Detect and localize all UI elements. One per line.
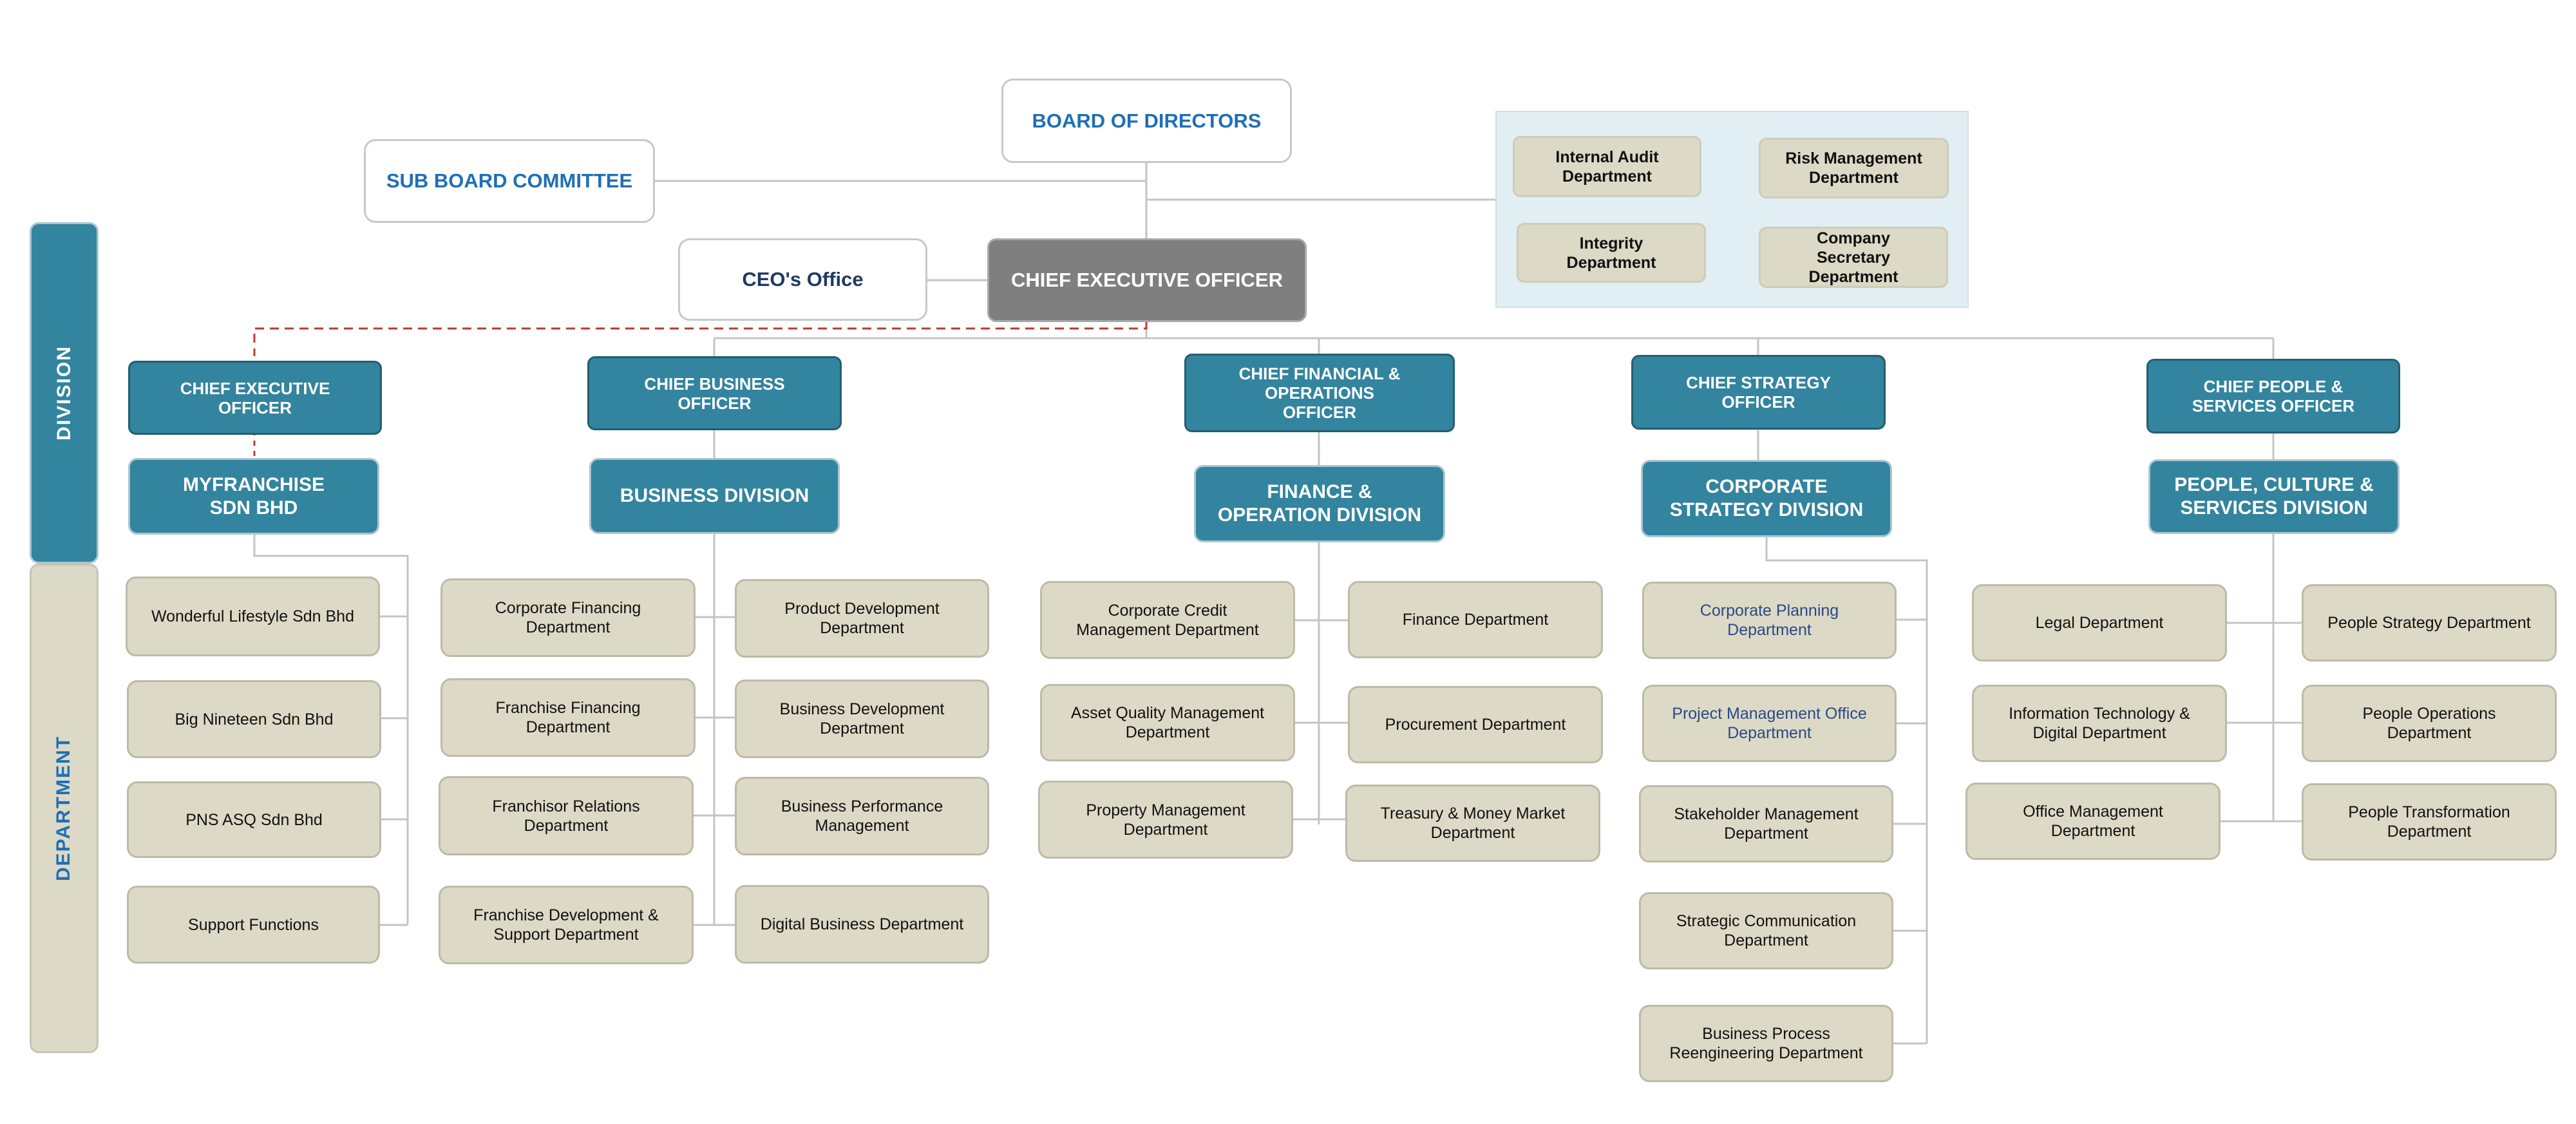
dept-label: PNS ASQ Sdn Bhd <box>185 810 323 829</box>
dept-franchisor-relations[interactable]: Franchisor Relations Department <box>439 776 694 855</box>
dept-label: Property Management Department <box>1086 801 1245 839</box>
officer-ceo-box[interactable]: CHIEF EXECUTIVE OFFICER <box>128 361 382 435</box>
officer-strategy-box[interactable]: CHIEF STRATEGY OFFICER <box>1631 355 1886 430</box>
dept-label: Franchise Development & Support Departme… <box>473 906 659 944</box>
dept-label: Business Process Reengineering Departmen… <box>1669 1025 1863 1062</box>
dept-project-management-office[interactable]: Project Management Office Department <box>1642 685 1897 762</box>
officer-financial-box[interactable]: CHIEF FINANCIAL & OPERATIONS OFFICER <box>1184 354 1455 432</box>
dept-corporate-planning[interactable]: Corporate Planning Department <box>1642 582 1897 659</box>
dept-business-process[interactable]: Business Process Reengineering Departmen… <box>1639 1005 1893 1082</box>
board-of-directors-box[interactable]: BOARD OF DIRECTORS <box>1001 79 1292 163</box>
officer-people-label: CHIEF PEOPLE & SERVICES OFFICER <box>2192 377 2355 415</box>
dept-label: Project Management Office Department <box>1672 705 1867 742</box>
division-people-box[interactable]: PEOPLE, CULTURE & SERVICES DIVISION <box>2148 459 2400 534</box>
internal-audit-label: Internal Audit Department <box>1555 148 1659 186</box>
division-myfranchise-label: MYFRANCHISE SDN BHD <box>182 473 325 519</box>
dept-pns-asq[interactable]: PNS ASQ Sdn Bhd <box>127 781 381 858</box>
division-people-label: PEOPLE, CULTURE & SERVICES DIVISION <box>2174 474 2374 519</box>
dept-label: Franchisor Relations Department <box>492 797 640 835</box>
sub-board-committee-label: SUB BOARD COMMITTEE <box>386 169 633 192</box>
integrity-label: Integrity Department <box>1566 234 1656 272</box>
division-business-label: BUSINESS DIVISION <box>620 485 810 506</box>
dept-label: Procurement Department <box>1385 716 1566 734</box>
dept-label: Support Functions <box>188 915 319 934</box>
dept-corporate-credit[interactable]: Corporate Credit Management Department <box>1040 581 1295 659</box>
ceo-box[interactable]: CHIEF EXECUTIVE OFFICER <box>987 238 1307 322</box>
dept-label: Office Management Department <box>2023 803 2163 840</box>
dept-label: Treasury & Money Market Department <box>1380 805 1566 842</box>
dept-label: Digital Business Department <box>760 915 964 933</box>
sub-board-committee-box[interactable]: SUB BOARD COMMITTEE <box>364 139 655 223</box>
dept-corporate-financing[interactable]: Corporate Financing Department <box>440 578 696 657</box>
risk-management-label: Risk Management Department <box>1785 149 1922 187</box>
dept-label: Finance Department <box>1402 611 1549 629</box>
division-label: DIVISION <box>53 345 75 441</box>
ceo-label: CHIEF EXECUTIVE OFFICER <box>1011 269 1283 291</box>
company-secretary-box[interactable]: Company Secretary Department <box>1759 227 1948 288</box>
dept-label: Strategic Communication Department <box>1676 912 1857 949</box>
dept-stakeholder-management[interactable]: Stakeholder Management Department <box>1639 785 1893 862</box>
dept-label: People Strategy Department <box>2327 614 2531 632</box>
officer-strategy-label: CHIEF STRATEGY OFFICER <box>1686 373 1831 412</box>
division-strategy-label: CORPORATE STRATEGY DIVISION <box>1669 476 1864 520</box>
dept-people-strategy[interactable]: People Strategy Department <box>2302 584 2557 662</box>
dept-people-operations[interactable]: People Operations Department <box>2302 685 2557 762</box>
officer-ceo-label: CHIEF EXECUTIVE OFFICER <box>180 378 330 417</box>
dept-label: Big Nineteen Sdn Bhd <box>175 710 334 729</box>
dept-information-technology[interactable]: Information Technology & Digital Departm… <box>1972 685 2227 762</box>
dept-legal[interactable]: Legal Department <box>1972 584 2227 662</box>
company-secretary-label: Company Secretary Department <box>1808 229 1899 286</box>
dept-business-performance[interactable]: Business Performance Management <box>735 777 989 855</box>
division-finance-box[interactable]: FINANCE & OPERATION DIVISION <box>1194 465 1445 542</box>
dept-label: Asset Quality Management Department <box>1070 704 1265 741</box>
dept-label: Franchise Financing Department <box>495 699 641 736</box>
dept-office-management[interactable]: Office Management Department <box>1965 783 2221 860</box>
division-business-box[interactable]: BUSINESS DIVISION <box>589 458 840 534</box>
dept-property-management[interactable]: Property Management Department <box>1038 781 1293 859</box>
department-label: DEPARTMENT <box>53 735 75 882</box>
department-sidebar: DEPARTMENT <box>30 564 99 1053</box>
division-sidebar: DIVISION <box>30 222 99 564</box>
dept-label: Legal Department <box>2035 614 2164 632</box>
dept-support-functions[interactable]: Support Functions <box>127 886 380 964</box>
dept-asset-quality[interactable]: Asset Quality Management Department <box>1040 684 1295 761</box>
dept-franchise-development[interactable]: Franchise Development & Support Departme… <box>439 886 694 964</box>
division-strategy-box[interactable]: CORPORATE STRATEGY DIVISION <box>1641 460 1892 537</box>
officer-business-label: CHIEF BUSINESS OFFICER <box>644 374 785 413</box>
dept-label: People Operations Department <box>2362 705 2496 742</box>
dept-business-development[interactable]: Business Development Department <box>735 680 989 758</box>
risk-management-box[interactable]: Risk Management Department <box>1759 138 1949 198</box>
dept-treasury[interactable]: Treasury & Money Market Department <box>1345 785 1600 862</box>
dept-label: Stakeholder Management Department <box>1674 805 1859 843</box>
internal-audit-box[interactable]: Internal Audit Department <box>1513 136 1701 197</box>
dept-label: Corporate Financing Department <box>495 599 641 636</box>
dept-label: Corporate Credit Management Department <box>1076 601 1259 639</box>
dept-procurement[interactable]: Procurement Department <box>1348 686 1603 763</box>
board-of-directors-label: BOARD OF DIRECTORS <box>1032 109 1262 132</box>
officer-people-box[interactable]: CHIEF PEOPLE & SERVICES OFFICER <box>2146 359 2400 433</box>
dept-franchise-financing[interactable]: Franchise Financing Department <box>440 678 696 757</box>
dept-strategic-communication[interactable]: Strategic Communication Department <box>1639 892 1893 969</box>
dept-label: Business Performance Management <box>781 797 943 835</box>
division-finance-label: FINANCE & OPERATION DIVISION <box>1217 481 1422 526</box>
officer-financial-label: CHIEF FINANCIAL & OPERATIONS OFFICER <box>1238 364 1401 422</box>
dept-label: Information Technology & Digital Departm… <box>2009 705 2190 742</box>
division-myfranchise-box[interactable]: MYFRANCHISE SDN BHD <box>128 458 379 535</box>
dept-wonderful-lifestyle[interactable]: Wonderful Lifestyle Sdn Bhd <box>126 576 380 656</box>
dept-label: Corporate Planning Department <box>1700 602 1839 639</box>
officer-business-box[interactable]: CHIEF BUSINESS OFFICER <box>587 356 842 430</box>
dept-big-nineteen[interactable]: Big Nineteen Sdn Bhd <box>127 680 381 758</box>
dept-finance[interactable]: Finance Department <box>1348 581 1603 658</box>
integrity-box[interactable]: Integrity Department <box>1517 223 1706 283</box>
dept-label: Business Development Department <box>779 700 945 738</box>
ceo-office-label: CEO's Office <box>742 268 864 291</box>
dept-label: Wonderful Lifestyle Sdn Bhd <box>151 607 354 625</box>
dept-product-development[interactable]: Product Development Department <box>735 579 989 658</box>
dept-label: Product Development Department <box>784 600 940 637</box>
dept-label: People Transformation Department <box>2348 803 2510 841</box>
dept-digital-business[interactable]: Digital Business Department <box>735 885 989 964</box>
ceo-office-box[interactable]: CEO's Office <box>678 238 927 321</box>
dept-people-transformation[interactable]: People Transformation Department <box>2302 783 2557 861</box>
